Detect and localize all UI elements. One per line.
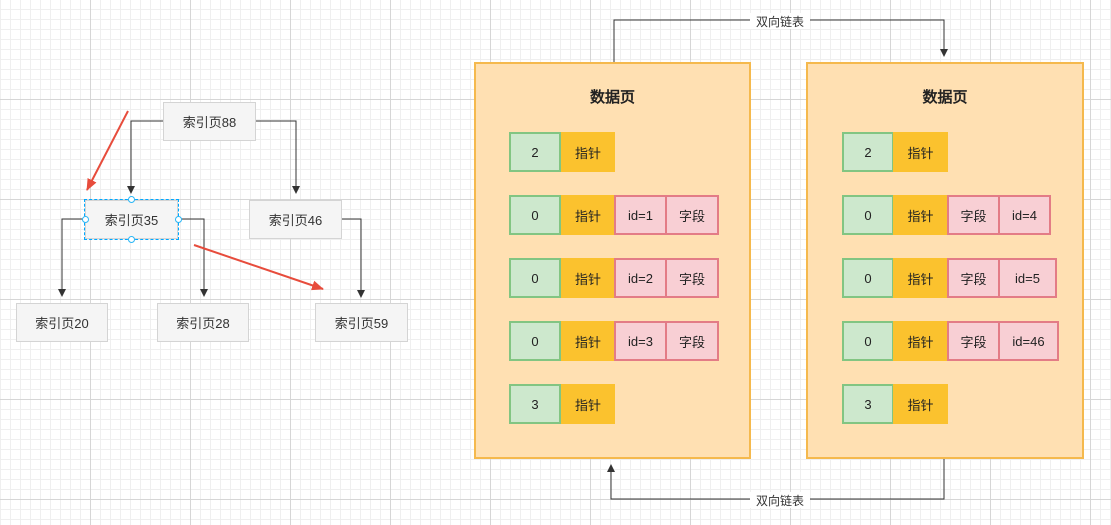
record-pointer: 指针 [893,384,948,424]
edge-46-to-59 [342,218,365,298]
record-owned-count: 0 [842,195,894,235]
record-pointer: 指针 [893,321,948,361]
record-owned-count: 0 [842,258,894,298]
index-page-46[interactable]: 索引页46 [249,200,342,239]
record-owned-count: 2 [842,132,894,172]
selection-handle-right[interactable] [175,216,182,223]
record-field: 字段 [665,321,719,361]
index-page-20[interactable]: 索引页20 [16,303,108,342]
record-pointer: 指针 [893,258,948,298]
record-pointer: 指针 [561,132,615,172]
record-owned-count: 0 [509,258,561,298]
data-page-2-title: 数据页 [922,89,968,106]
selection-handle-bottom[interactable] [128,236,135,243]
record-field: id=46 [998,321,1059,361]
edge-root-to-46 [256,120,300,194]
record-pointer: 指针 [561,195,615,235]
record-field: id=1 [614,195,667,235]
edge-35-to-28 [178,218,208,297]
record-field: 字段 [665,195,719,235]
record-pointer: 指针 [893,132,948,172]
record-field: 字段 [947,258,1000,298]
record-field: id=4 [998,195,1051,235]
edge-root-to-35 [127,120,163,194]
record-pointer: 指针 [561,321,615,361]
record-pointer: 指针 [561,258,615,298]
link-label-bottom: 双向链表 [750,492,810,508]
record-owned-count: 0 [509,195,561,235]
record-owned-count: 0 [509,321,561,361]
selection-handle-left[interactable] [82,216,89,223]
annotation-arrow-down [86,110,129,191]
record-field: id=3 [614,321,667,361]
record-pointer: 指针 [561,384,615,424]
index-page-root[interactable]: 索引页88 [163,102,256,141]
record-field: 字段 [947,195,1000,235]
record-field: 字段 [665,258,719,298]
data-page-1-title: 数据页 [589,89,635,106]
record-owned-count: 0 [842,321,894,361]
record-field: id=5 [998,258,1057,298]
index-page-59[interactable]: 索引页59 [315,303,408,342]
record-pointer: 指针 [893,195,948,235]
selection-handle-top[interactable] [128,196,135,203]
edge-35-to-20 [58,218,85,297]
record-owned-count: 3 [509,384,561,424]
annotation-arrow-right [193,244,324,291]
record-field: id=2 [614,258,667,298]
record-owned-count: 3 [842,384,894,424]
index-page-35[interactable]: 索引页35 [84,199,179,240]
index-page-28[interactable]: 索引页28 [157,303,249,342]
link-label-top: 双向链表 [750,13,810,29]
record-owned-count: 2 [509,132,561,172]
record-field: 字段 [947,321,1000,361]
